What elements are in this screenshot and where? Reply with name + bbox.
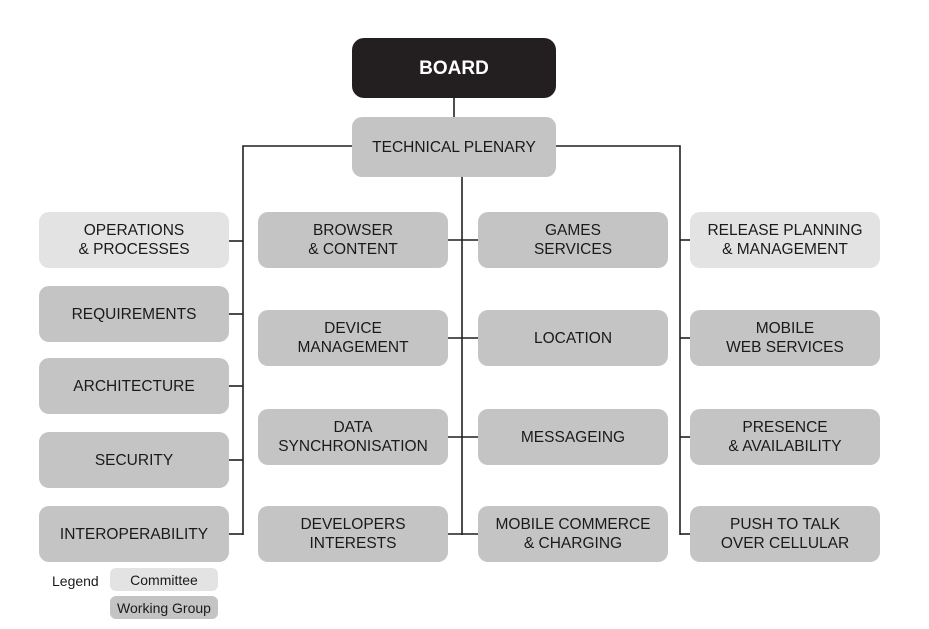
messageing-box: MESSAGEING <box>478 409 668 465</box>
technical-plenary-box: TECHNICAL PLENARY <box>352 117 556 177</box>
legend-title: Legend <box>52 573 99 589</box>
requirements-box: REQUIREMENTS <box>39 286 229 342</box>
architecture-box: ARCHITECTURE <box>39 358 229 414</box>
left-trunk-connector <box>242 145 353 535</box>
mobile-web-services-box: MOBILE WEB SERVICES <box>690 310 880 366</box>
release-planning-management-box: RELEASE PLANNING & MANAGEMENT <box>690 212 880 268</box>
developers-interests-box: DEVELOPERS INTERESTS <box>258 506 448 562</box>
games-services-box: GAMES SERVICES <box>478 212 668 268</box>
location-box: LOCATION <box>478 310 668 366</box>
push-to-talk-box: PUSH TO TALK OVER CELLULAR <box>690 506 880 562</box>
operations-processes-box: OPERATIONS & PROCESSES <box>39 212 229 268</box>
data-synchronisation-box: DATA SYNCHRONISATION <box>258 409 448 465</box>
browser-content-box: BROWSER & CONTENT <box>258 212 448 268</box>
presence-availability-box: PRESENCE & AVAILABILITY <box>690 409 880 465</box>
security-box: SECURITY <box>39 432 229 488</box>
legend-working-group: Working Group <box>110 596 218 619</box>
board-box: BOARD <box>352 38 556 98</box>
interoperability-box: INTEROPERABILITY <box>39 506 229 562</box>
legend-committee: Committee <box>110 568 218 591</box>
right-trunk-connector <box>555 145 681 535</box>
device-management-box: DEVICE MANAGEMENT <box>258 310 448 366</box>
mobile-commerce-charging-box: MOBILE COMMERCE & CHARGING <box>478 506 668 562</box>
